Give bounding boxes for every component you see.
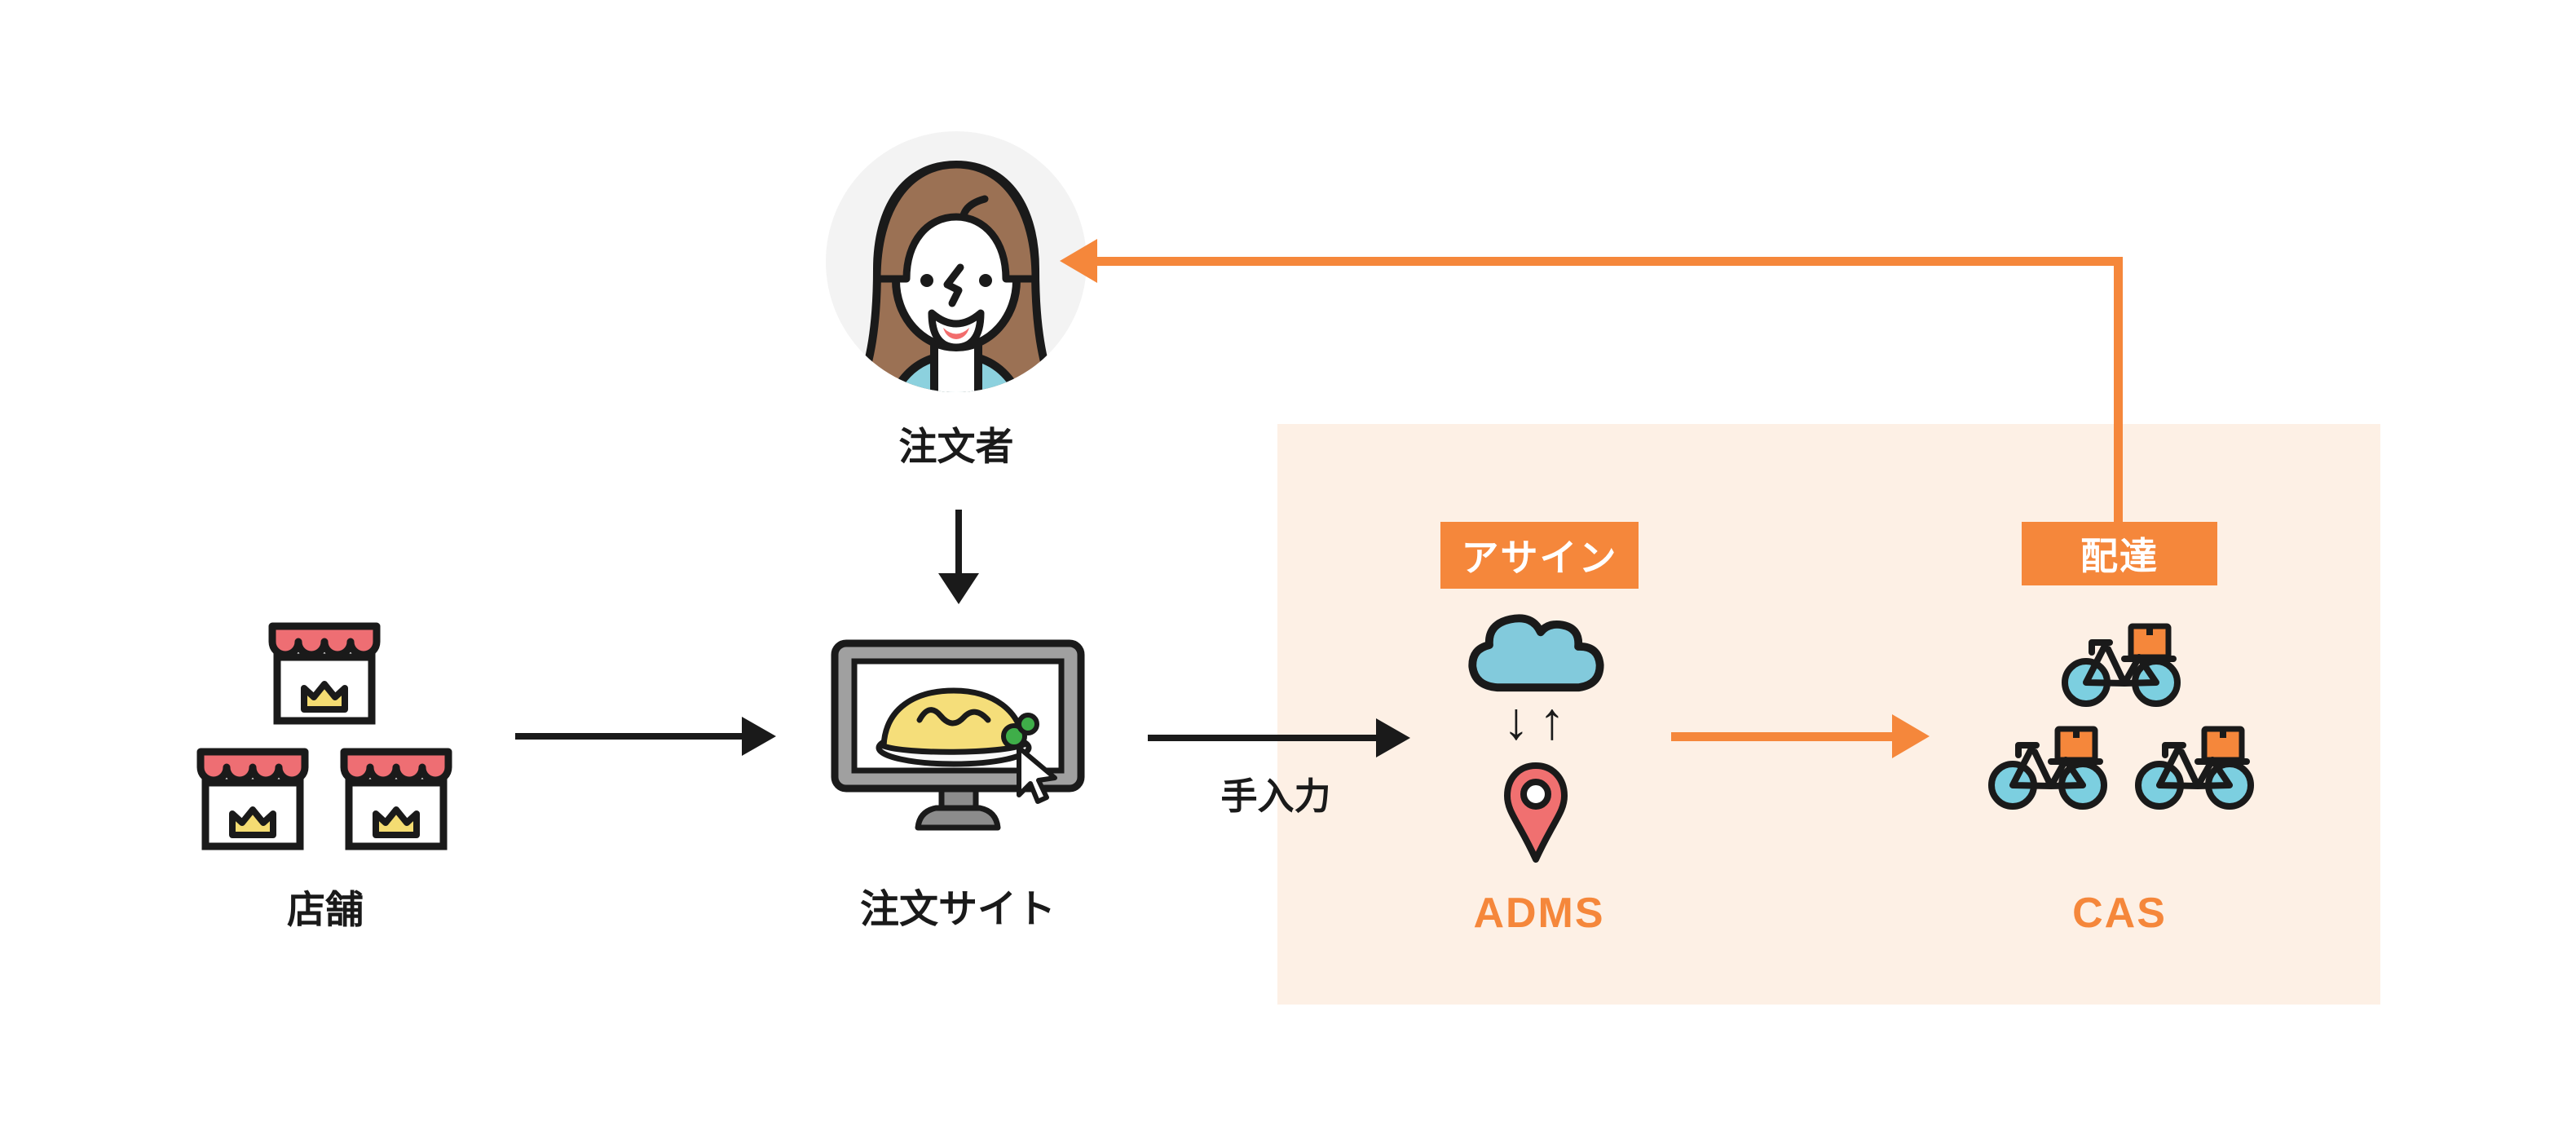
stores-label: 店舗 <box>287 888 364 931</box>
adms-assign-badge: アサイン <box>1440 522 1639 589</box>
process-panel <box>1277 424 2380 1005</box>
sync-arrows-icon: ↓↑ <box>1503 691 1575 750</box>
arrow-head <box>938 573 979 604</box>
arrow-head <box>1892 714 1930 758</box>
bikes-icon <box>1984 618 2255 817</box>
arrow-head <box>742 717 776 756</box>
orderer-label: 注文者 <box>898 425 1014 468</box>
arrow-horizontal-shaft <box>1096 257 2123 266</box>
arrow-shaft <box>515 733 743 740</box>
manual-input-label: 手入力 <box>1220 775 1331 817</box>
stores-icon <box>194 618 457 856</box>
arrow-shaft <box>955 510 962 575</box>
ordersite-label: 注文サイト <box>859 888 1056 931</box>
adms-label: ADMS <box>1473 890 1605 937</box>
orderer-avatar <box>826 131 1087 392</box>
cloud-icon <box>1468 614 1604 692</box>
arrow-head <box>1060 239 1097 283</box>
cas-delivery-badge: 配達 <box>2022 522 2217 585</box>
arrow-vertical-shaft <box>2114 257 2123 522</box>
ordersite-monitor-icon <box>831 639 1085 831</box>
arrow-shaft <box>1671 732 1895 741</box>
arrow-shaft <box>1148 735 1378 741</box>
cas-label: CAS <box>2072 890 2167 937</box>
location-pin-icon <box>1504 762 1568 863</box>
arrow-head <box>1376 718 1410 757</box>
